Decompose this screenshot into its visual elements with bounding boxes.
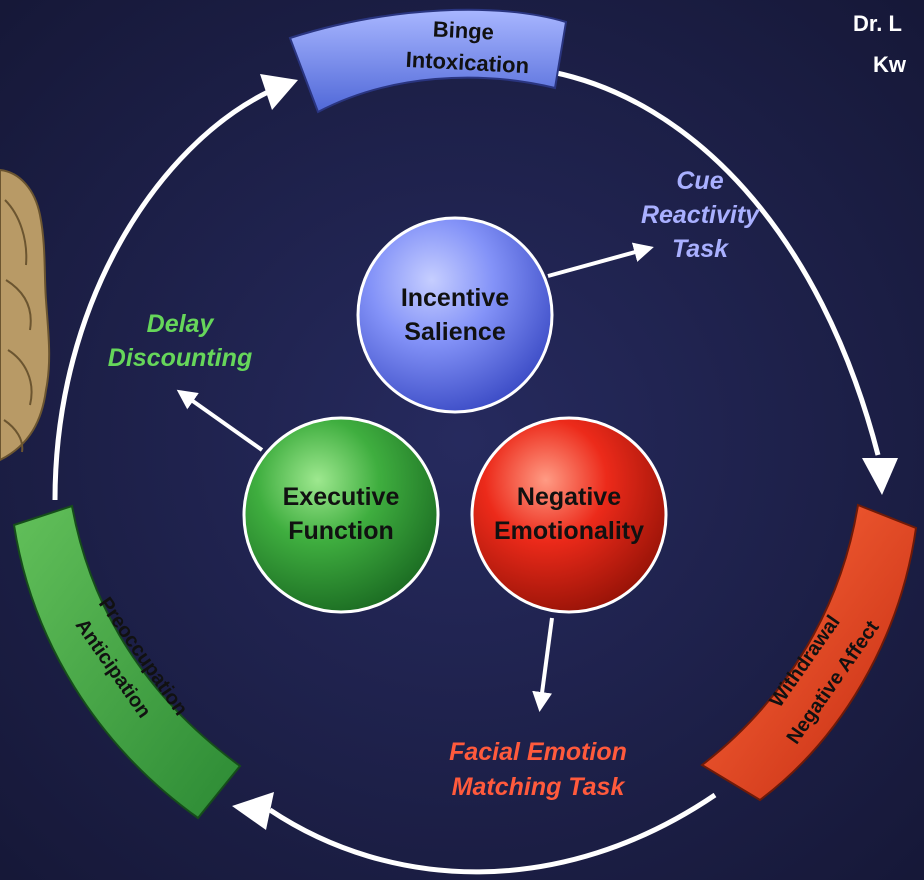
arrowhead-bottom-icon [232, 792, 274, 830]
domain-incentive-salience: Incentive Salience [356, 216, 554, 414]
cycle-arrow-left [52, 89, 270, 501]
arrow-to-cue-reactivity [547, 242, 654, 278]
domain-negative-emotionality: Negative Emotionality [470, 416, 668, 614]
task-facial-line1: Facial Emotion [449, 738, 627, 766]
task-delay-line2: Discounting [108, 344, 252, 372]
stage-binge-intoxication: Binge Intoxication [288, 8, 568, 114]
task-delay-line1: Delay [147, 310, 215, 338]
task-delay-discounting: Delay Discounting [108, 310, 252, 372]
arrow-to-delay-discounting [176, 389, 264, 452]
corner-text-line1: Dr. L [853, 11, 902, 36]
domain-executive-line1: Executive [283, 483, 400, 511]
domain-executive-line2: Function [288, 517, 394, 545]
task-cue-reactivity: Cue Reactivity Task [641, 167, 760, 263]
cycle-arrow-bottom [268, 792, 717, 875]
corner-text-line2: Kw [873, 52, 907, 77]
stage-binge-line1: Binge [432, 16, 494, 44]
domain-executive-function: Executive Function [242, 416, 440, 614]
task-cue-line2: Reactivity [641, 201, 760, 229]
task-cue-line3: Task [672, 235, 729, 263]
arrowhead-right-icon [862, 458, 898, 495]
domain-incentive-line2: Salience [404, 318, 506, 346]
task-cue-line1: Cue [676, 167, 723, 195]
domain-negative-line1: Negative [517, 483, 621, 511]
cycle-arrow-top-right [551, 69, 881, 456]
arrow-to-facial-emotion [532, 617, 554, 712]
domain-incentive-line1: Incentive [401, 284, 509, 312]
stage-preoccupation-anticipation: Preoccupation Anticipation [12, 504, 242, 820]
task-facial-line2: Matching Task [452, 773, 626, 801]
brain-illustration-icon [0, 168, 51, 462]
arrowhead-top-left-icon [260, 74, 298, 110]
domain-negative-line2: Emotionality [494, 517, 644, 545]
task-facial-emotion-matching: Facial Emotion Matching Task [449, 738, 627, 801]
